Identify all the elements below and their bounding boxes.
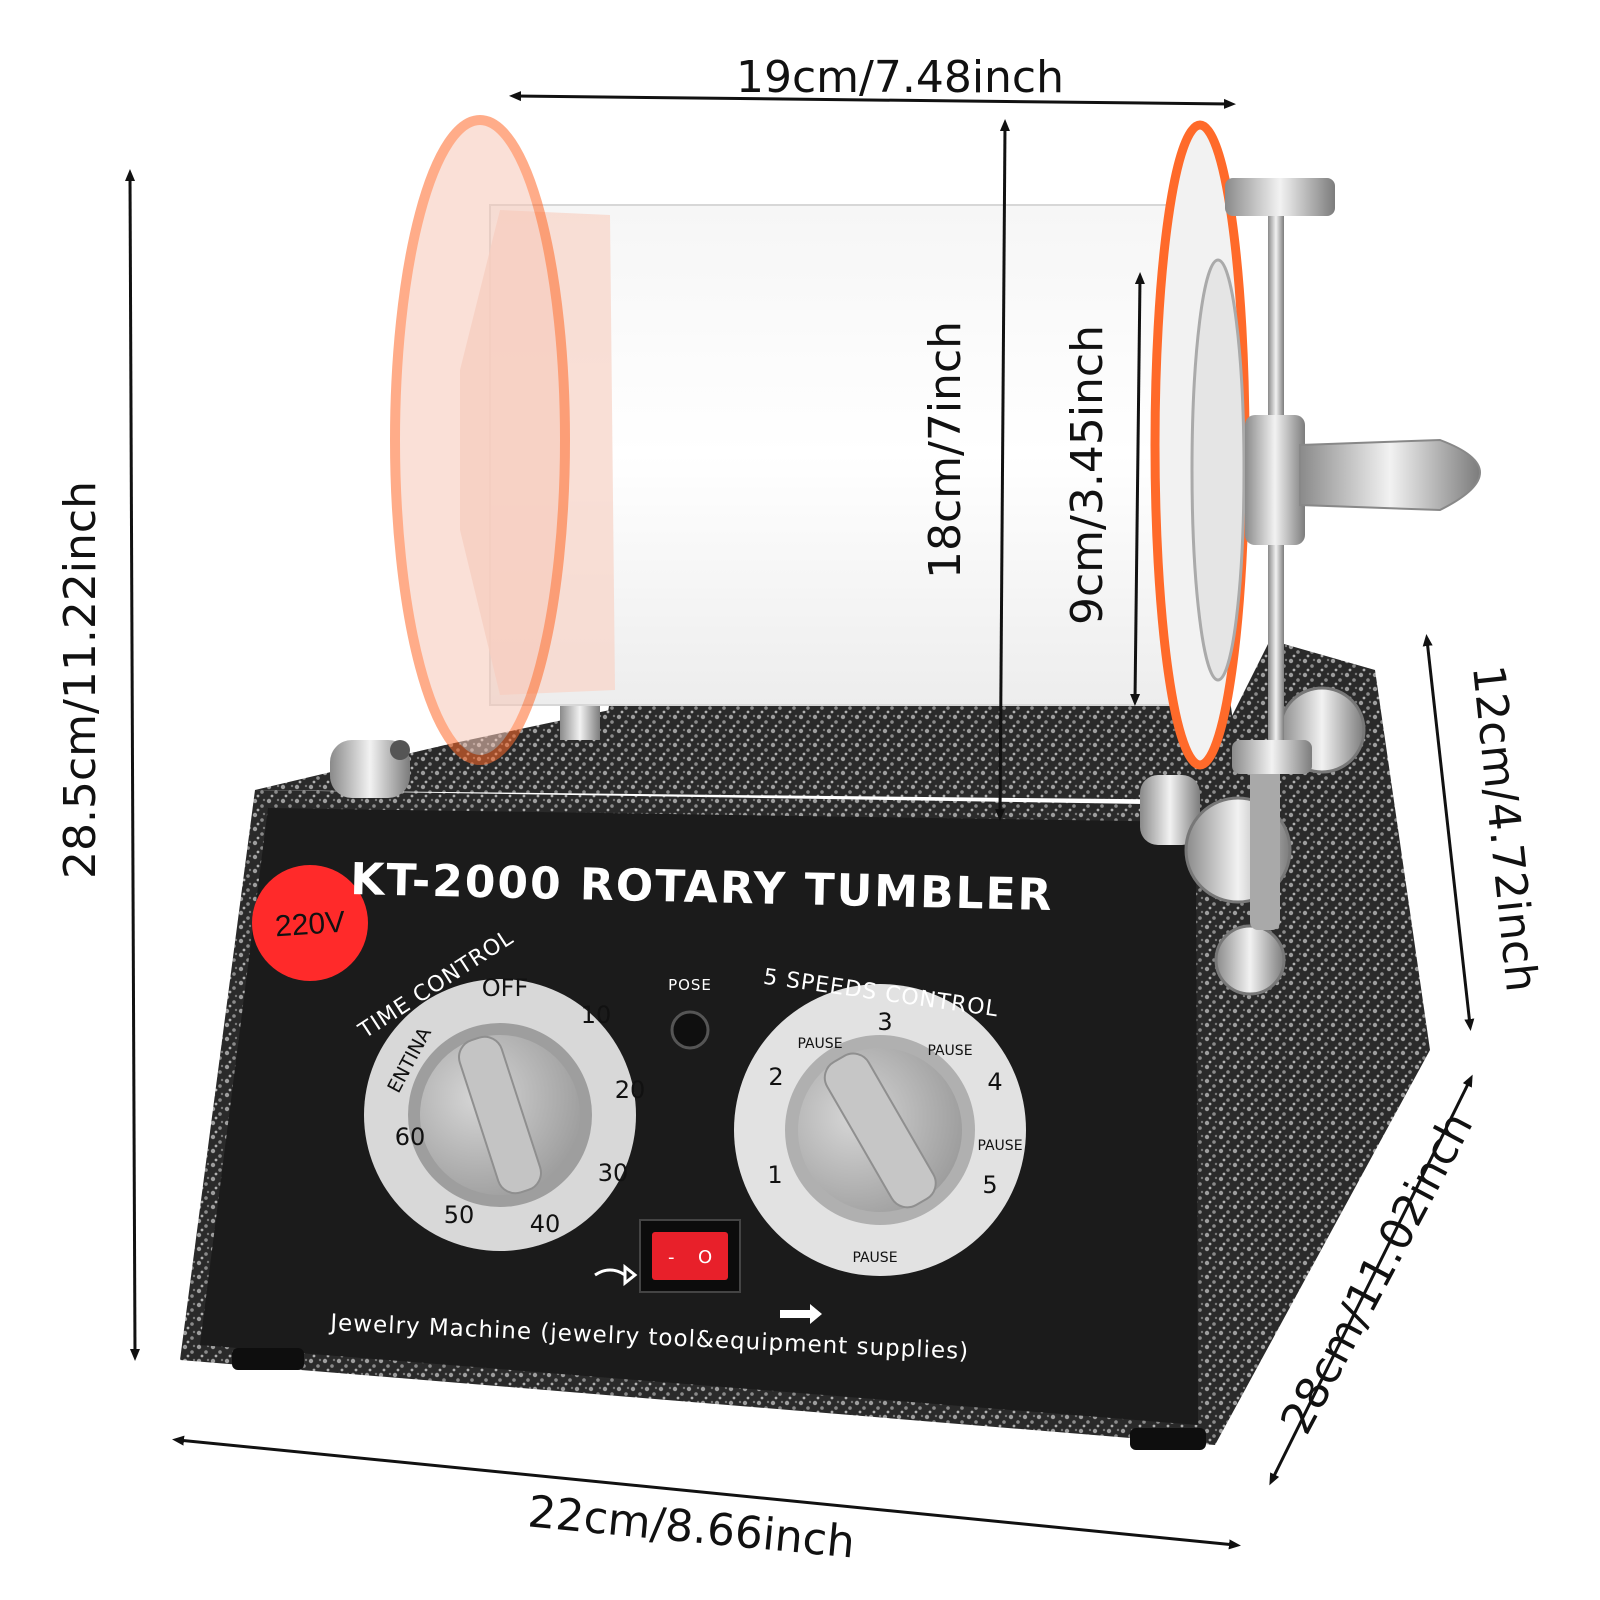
left-lid xyxy=(390,115,570,765)
wing-handle xyxy=(1299,438,1481,512)
clamp-sleeve xyxy=(1245,415,1305,545)
time-dial-label-40: 40 xyxy=(530,1210,561,1238)
time-dial-label-20: 20 xyxy=(615,1076,646,1104)
tumbler-base xyxy=(180,640,1430,1450)
dim-line-total-height xyxy=(125,169,140,1361)
clamp-top-bolt xyxy=(1225,178,1335,216)
speed-dial-label-4: 4 xyxy=(987,1068,1002,1096)
dim-line-barrel-height xyxy=(995,119,1010,821)
dim-label-base-width: 22cm/8.66inch xyxy=(526,1486,857,1568)
time-dial-label-50: 50 xyxy=(444,1201,475,1229)
power-switch[interactable]: - O xyxy=(639,1219,741,1293)
forward-arrow-icon xyxy=(780,1304,822,1324)
pose-label: POSE xyxy=(668,976,712,994)
speed-dial-label-5: 5 xyxy=(982,1171,997,1199)
left-roller-screw xyxy=(390,740,410,760)
dim-line-base-rear-height xyxy=(1422,634,1475,1031)
right-knurled-wheel-3 xyxy=(1214,924,1286,996)
time-knob[interactable] xyxy=(399,1014,601,1216)
time-dial-label-off: OFF xyxy=(482,974,529,1002)
speed-dial-label-3: 3 xyxy=(877,1008,892,1036)
power-switch-on-symbol: - xyxy=(668,1247,675,1268)
right-roller-front xyxy=(1140,775,1200,845)
dim-label-barrel-diameter: 9cm/3.45inch xyxy=(1062,325,1113,625)
power-switch-rocker[interactable] xyxy=(652,1232,728,1280)
base-rear-block xyxy=(600,700,1240,770)
power-switch-off-symbol: O xyxy=(698,1247,712,1268)
pose-light xyxy=(670,1010,710,1050)
foot-left xyxy=(232,1348,304,1370)
gear-wheel xyxy=(1250,740,1280,930)
time-knob-grip[interactable] xyxy=(454,1032,545,1198)
speed-dial-pause-4: PAUSE xyxy=(852,1250,897,1266)
right-lid-inner xyxy=(1190,258,1246,682)
time-dial-label-30: 30 xyxy=(598,1159,629,1187)
dim-line-barrel-diameter xyxy=(1130,272,1145,706)
dim-line-barrel-length xyxy=(509,91,1236,109)
dim-label-barrel-height: 18cm/7inch xyxy=(920,321,971,579)
dim-line-base-width xyxy=(172,1435,1241,1550)
clamp-bottom-bolt xyxy=(1232,740,1312,774)
dim-label-barrel-length: 19cm/7.48inch xyxy=(736,52,1064,103)
left-shaft xyxy=(560,700,600,740)
tumbler-barrel xyxy=(390,115,1481,774)
speed-dial-label-2: 2 xyxy=(768,1063,783,1091)
speed-knob[interactable] xyxy=(768,1018,993,1243)
speed-knob-grip[interactable] xyxy=(818,1047,942,1214)
speed-dial-pause-1: PAUSE xyxy=(797,1036,842,1052)
dim-label-total-height: 28.5cm/11.22inch xyxy=(55,481,106,879)
dim-label-base-rear-height: 12cm/4.72inch xyxy=(1462,663,1547,995)
dim-line-base-depth xyxy=(1269,1074,1473,1486)
voltage-badge-text: 220V xyxy=(274,906,346,944)
pose-indicator: POSE xyxy=(668,976,712,1050)
voltage-badge xyxy=(252,865,368,981)
speed-dial: 1 2 3 4 5 PAUSE PAUSE PAUSE PAUSE 5 SPEE… xyxy=(734,965,1026,1276)
reverse-arrow-icon xyxy=(594,1263,638,1287)
foot-right xyxy=(1130,1428,1206,1450)
time-dial-label-60: 60 xyxy=(395,1123,426,1151)
speed-dial-label-1: 1 xyxy=(767,1161,782,1189)
speed-dial-pause-3: PAUSE xyxy=(977,1138,1022,1154)
speed-dial-pause-2: PAUSE xyxy=(927,1043,972,1059)
time-dial-label-10: 10 xyxy=(581,1001,612,1029)
left-roller xyxy=(330,740,410,798)
base-front-face xyxy=(200,808,1198,1425)
